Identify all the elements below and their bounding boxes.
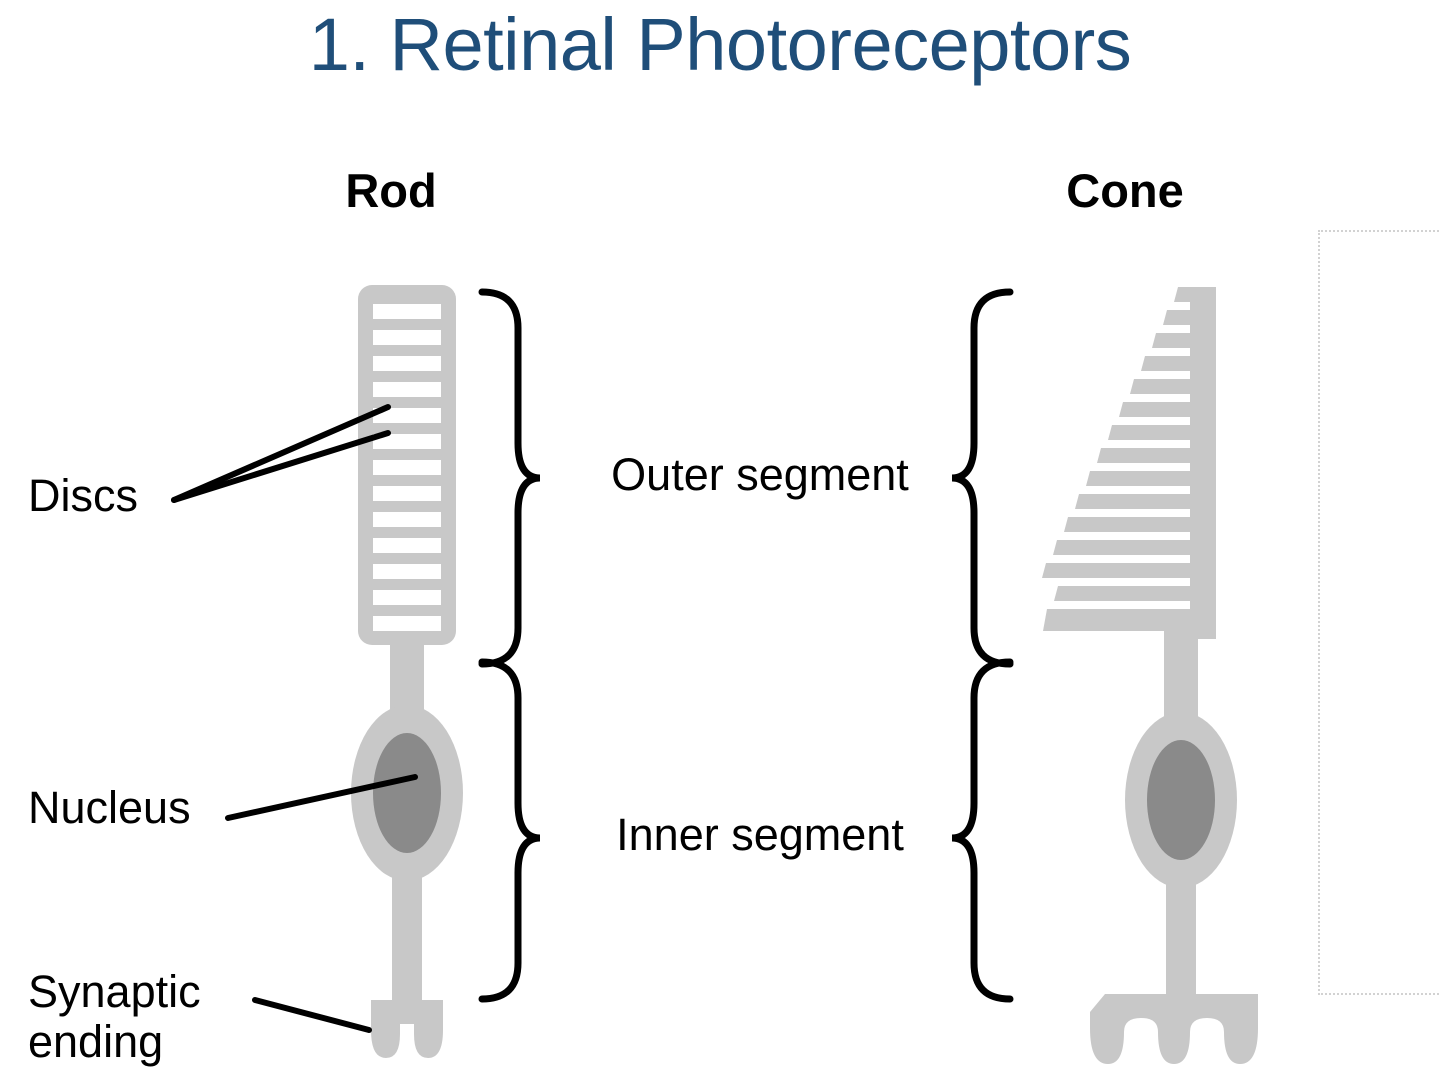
rod-synaptic-ending [371, 1000, 443, 1058]
cone-inner-segment-brace [951, 658, 1014, 1003]
rod-disc [373, 356, 441, 371]
cone-disc-stack [1042, 287, 1216, 639]
rod-axon [392, 862, 422, 1014]
cone-cell [1042, 287, 1258, 1064]
cone-disc [1174, 287, 1216, 302]
cone-disc [1075, 494, 1216, 509]
rod-disc-stack [373, 304, 441, 631]
cone-disc [1141, 356, 1216, 371]
rod-disc [373, 486, 441, 501]
dotted-placeholder-frame [1318, 230, 1440, 995]
discs-leader-line-upper [171, 404, 391, 503]
synaptic-ending-label: Synaptic ending [28, 966, 201, 1068]
rod-disc [373, 616, 441, 631]
rod-disc [373, 408, 441, 423]
cone-synaptic-ending [1090, 994, 1258, 1064]
cone-disc [1130, 379, 1216, 394]
page-title: 1. Retinal Photoreceptors [308, 3, 1132, 86]
cone-disc [1064, 517, 1216, 532]
synaptic-ending-leader-line [252, 997, 372, 1033]
rod-disc [373, 590, 441, 605]
cone-disc [1086, 471, 1216, 486]
rod-disc [373, 434, 441, 449]
rod-column-heading: Rod [345, 164, 437, 217]
rod-outer-segment-brace [478, 288, 541, 668]
cone-disc [1097, 448, 1216, 463]
cone-disc [1054, 586, 1216, 601]
cone-disc [1119, 402, 1216, 417]
cone-disc [1043, 609, 1216, 631]
discs-label: Discs [28, 470, 138, 521]
cone-outer-segment-brace [951, 288, 1014, 668]
cone-disc [1053, 540, 1216, 555]
cone-connecting-cilium [1164, 631, 1198, 723]
rod-disc [373, 460, 441, 475]
cone-nucleus [1147, 740, 1215, 860]
rod-cell [351, 285, 463, 1058]
rod-nucleus [373, 733, 441, 853]
rod-disc [373, 304, 441, 319]
cone-axon [1166, 868, 1196, 1000]
rod-disc [373, 564, 441, 579]
rod-disc [373, 538, 441, 553]
rod-inner-segment-brace [478, 658, 541, 1003]
discs-leader-line-lower [171, 430, 391, 503]
nucleus-label: Nucleus [28, 782, 191, 833]
synaptic-ending-label-line1: Synaptic [28, 966, 201, 1017]
nucleus-leader-line [225, 774, 418, 821]
outer-segment-label: Outer segment [611, 449, 909, 500]
rod-disc [373, 512, 441, 527]
inner-segment-label: Inner segment [616, 809, 904, 860]
cone-disc [1152, 333, 1216, 348]
cone-disc [1042, 563, 1216, 578]
cone-column-heading: Cone [1066, 164, 1184, 217]
cone-disc [1163, 310, 1216, 325]
rod-disc [373, 330, 441, 345]
rod-disc [373, 382, 441, 397]
cone-disc [1108, 425, 1216, 440]
synaptic-ending-label-line2: ending [28, 1016, 164, 1068]
